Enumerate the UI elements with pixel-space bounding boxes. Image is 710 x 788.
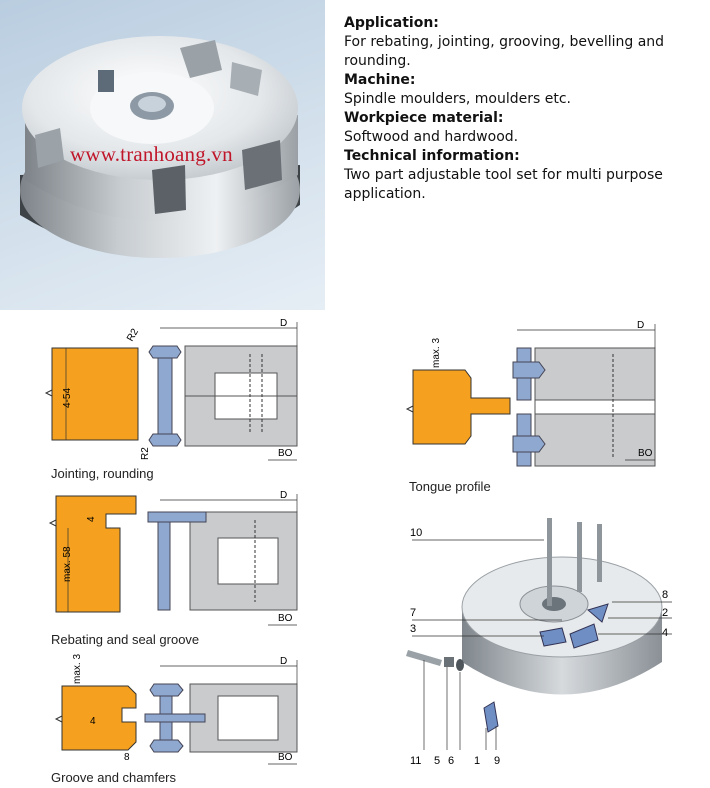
height-label: max. 58 xyxy=(62,546,73,582)
machine-text: Spindle moulders, moulders etc. xyxy=(344,91,572,107)
rebating-caption: Rebating and seal groove xyxy=(51,632,200,647)
part-label-5: 5 xyxy=(434,755,440,767)
dim-d-label: D xyxy=(280,656,287,667)
groove-diagram: max. 3 4 8 D BO xyxy=(54,654,298,765)
part-label-7: 7 xyxy=(410,607,416,619)
max-label: max. 3 xyxy=(431,338,442,368)
dim-bo-label: BO xyxy=(638,448,653,459)
part-label-10: 10 xyxy=(410,527,422,539)
part-label-3: 3 xyxy=(410,623,416,635)
machine-heading: Machine: xyxy=(344,72,416,88)
width-label: 4 xyxy=(90,716,96,727)
part-label-4: 4 xyxy=(662,627,668,639)
workpiece-heading: Workpiece material: xyxy=(344,110,504,126)
groove-caption: Groove and chamfers xyxy=(51,770,177,785)
technical-text: Two part adjustable tool set for multi p… xyxy=(344,167,663,202)
part-label-8: 8 xyxy=(662,589,668,601)
workpiece-text: Softwood and hardwood. xyxy=(344,129,519,145)
dim-d-label: D xyxy=(280,490,287,501)
dim-bo-label: BO xyxy=(278,613,293,624)
cutter-knife xyxy=(157,345,173,447)
part-label-2: 2 xyxy=(662,607,668,619)
dim-d-label: D xyxy=(637,320,644,331)
jointing-caption: Jointing, rounding xyxy=(51,466,154,481)
max-label: max. 3 xyxy=(72,654,83,684)
part-label-1: 1 xyxy=(474,755,480,767)
height-label: 4-54 xyxy=(62,388,73,408)
technical-heading: Technical information: xyxy=(344,148,520,164)
jointing-diagram: 4-54 R2 R2 D BO xyxy=(44,318,298,461)
product-photo xyxy=(0,0,325,310)
workpiece-shape xyxy=(61,685,137,751)
watermark-text: www.tranhoang.vn xyxy=(70,142,233,166)
cutter-knife xyxy=(157,511,171,611)
depth-label: 8 xyxy=(124,752,130,763)
tongue-diagram: max. 3 D BO xyxy=(405,320,656,467)
part-label-6: 6 xyxy=(448,755,454,767)
part-label-11: 11 xyxy=(410,755,421,767)
dim-d-label: D xyxy=(280,318,287,329)
dim-bo-label: BO xyxy=(278,752,293,763)
workpiece-shape xyxy=(412,369,511,445)
application-heading: Application: xyxy=(344,15,439,31)
part-label-9: 9 xyxy=(494,755,500,767)
rebating-diagram: max. 58 4 D BO xyxy=(48,490,298,626)
exploded-view-diagram: 10 7 3 8 2 4 11 5 6 1 9 xyxy=(406,518,672,767)
cutter-head-image xyxy=(20,36,300,258)
dim-bo-label: BO xyxy=(278,448,293,459)
tool-body xyxy=(189,511,298,611)
specification-block: Application: For rebating, jointing, gro… xyxy=(344,14,704,204)
tongue-caption: Tongue profile xyxy=(409,479,491,494)
depth-label: 4 xyxy=(86,516,97,522)
radius-top-label: R2 xyxy=(125,327,141,344)
workpiece-shape xyxy=(55,495,137,613)
radius-bottom-label: R2 xyxy=(140,447,151,460)
application-text: For rebating, jointing, grooving, bevell… xyxy=(344,34,665,69)
